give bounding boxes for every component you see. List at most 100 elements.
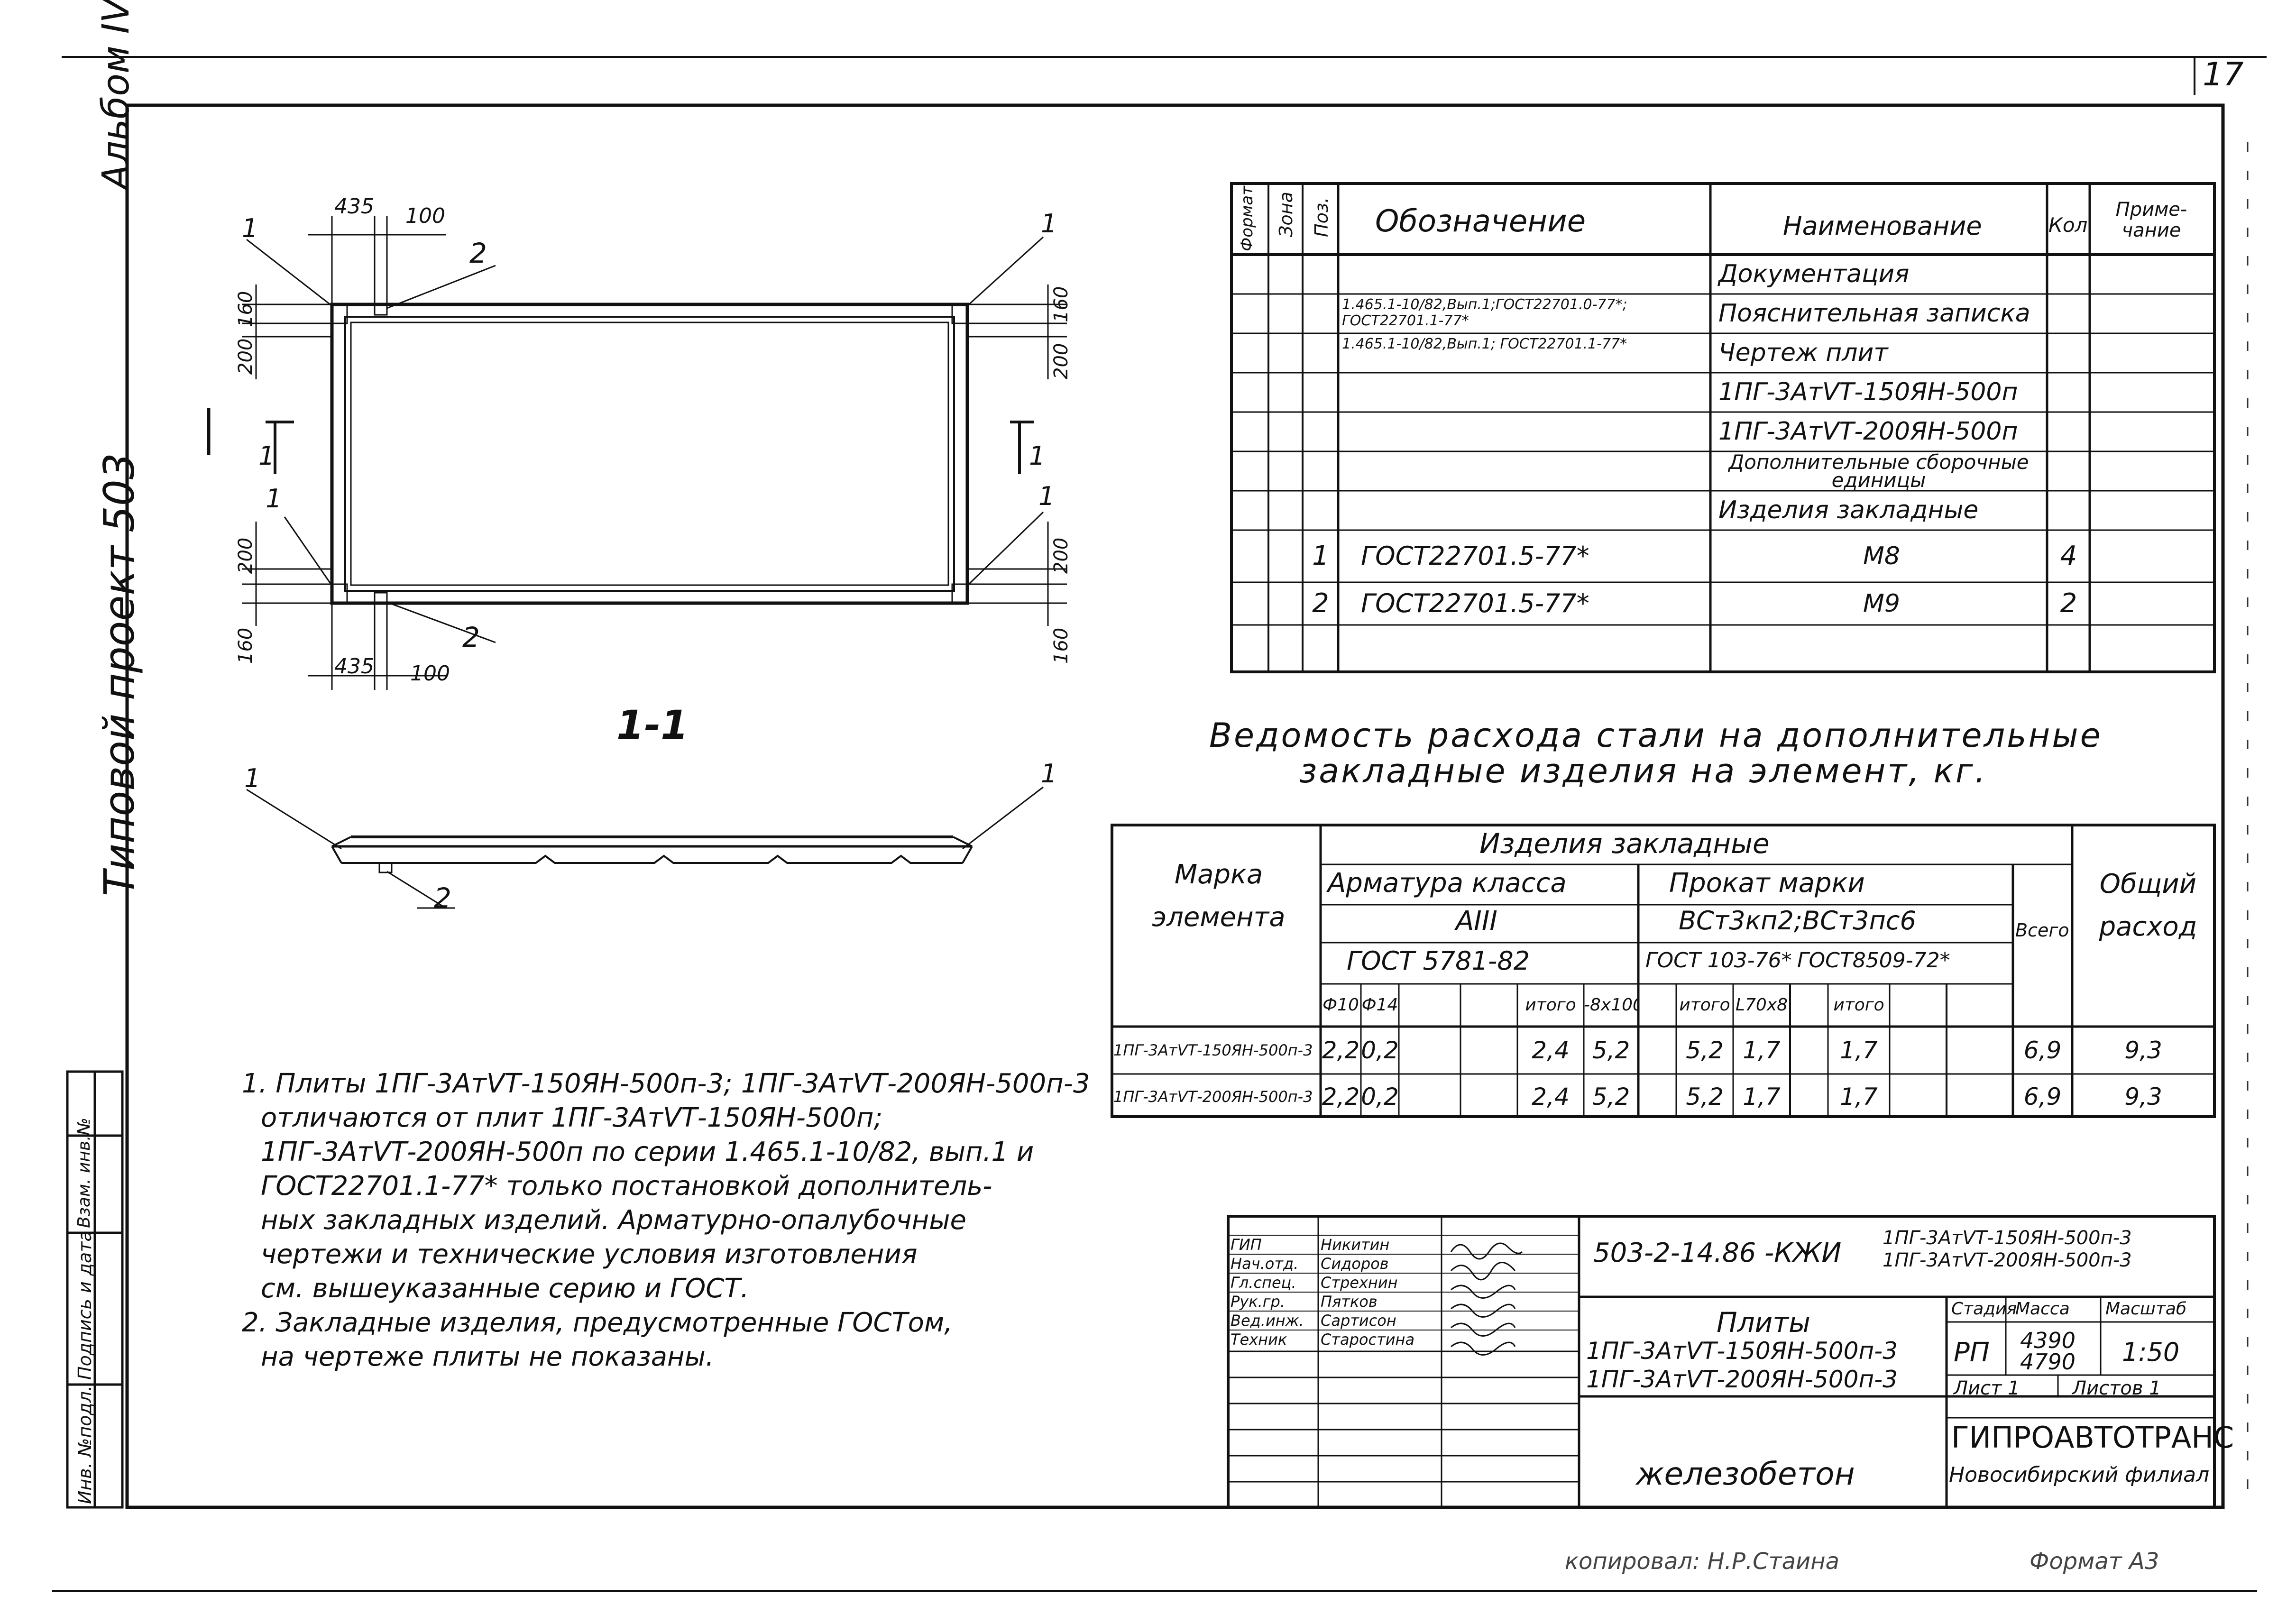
spec-designation: [1342, 451, 1707, 491]
steel-row-value: 5,2: [1592, 1037, 1630, 1064]
tb-scale: 1:50: [2122, 1337, 2180, 1367]
steel-h-mark: Марка элемента: [1152, 859, 1286, 933]
steel-row-mark: 1ПГ-3АтVТ-150ЯН-500п-3: [1113, 1041, 1313, 1059]
spec-name: Изделия закладные: [1718, 496, 1979, 524]
tb-code: 503-2-14.86 -КЖИ: [1593, 1238, 1842, 1268]
spec-designation: 1.465.1-10/82,Вып.1;ГОСТ22701.0-77*; ГОС…: [1342, 296, 1627, 329]
spec-h-name: Наименование: [1783, 211, 1982, 241]
callout-1-sec-right: 1: [1041, 759, 1057, 789]
spec-designation: 1.465.1-10/82,Вып.1; ГОСТ22701.1-77*: [1342, 336, 1627, 352]
spec-pos: [1304, 294, 1337, 333]
tb-person-name: Сартисон: [1321, 1312, 1396, 1330]
tb-person-name: Никитин: [1321, 1236, 1390, 1254]
spec-qty: 2: [2060, 588, 2077, 619]
steel-subheader: итого: [1833, 995, 1884, 1015]
spec-qty: [2048, 412, 2089, 451]
steel-h-rolled-gost2: ГОСТ8509-72*: [1797, 948, 1950, 973]
dim-top-435: 435: [334, 194, 374, 219]
sheet-number: 17: [2203, 56, 2244, 93]
steel-row-value: 2,4: [1532, 1037, 1570, 1064]
steel-row-value: 5,2: [1686, 1037, 1724, 1064]
steel-row-value: 5,2: [1686, 1083, 1724, 1110]
note-line: 1. Плиты 1ПГ-3АтVТ-150ЯН-500п-3; 1ПГ-3Ат…: [242, 1068, 1090, 1099]
steel-h-rebar-gost: ГОСТ 5781-82: [1347, 946, 1530, 976]
note-line: ных закладных изделий. Арматурно-опалубо…: [261, 1205, 966, 1236]
signatures: [1450, 1242, 1523, 1356]
steel-row-value: 2,2: [1322, 1083, 1360, 1110]
spec-h-format: Формат: [1238, 186, 1257, 251]
spec-name: М9: [1863, 589, 1900, 618]
tb-h-scale: Масштаб: [2105, 1299, 2187, 1319]
note-line: на чертеже плиты не показаны.: [261, 1341, 714, 1372]
steel-row-value: [1460, 1029, 1517, 1072]
spec-name: Дополнительные сборочные единицы: [1728, 451, 2029, 491]
album-label: Альбом IV: [95, 0, 138, 190]
spec-h-pos: Поз.: [1311, 197, 1332, 237]
spec-pos: [1304, 491, 1337, 530]
dim-left-200-bottom: 200: [235, 537, 257, 574]
steel-row-total: 6,9: [2023, 1083, 2062, 1110]
dim-left-160-bottom: 160: [235, 627, 257, 664]
tb-sheets: Листов 1: [2072, 1377, 2161, 1399]
dim-bottom-435: 435: [334, 654, 374, 679]
tb-role: Рук.гр.: [1231, 1293, 1286, 1311]
spec-qty: [2048, 451, 2089, 491]
tb-code-item-1: 1ПГ-3АтVТ-150ЯН-500п-3: [1883, 1227, 2132, 1249]
stamp-sign-date: Подпись и дата: [74, 1230, 95, 1380]
spec-pos: 1: [1312, 541, 1329, 571]
tb-role: Гл.спец.: [1231, 1274, 1296, 1292]
spec-qty: [2048, 333, 2089, 373]
callout-1-mr: 1: [1038, 481, 1055, 511]
spec-qty: [2048, 625, 2089, 672]
spec-name: 1ПГ-3АтVТ-200ЯН-500п: [1718, 417, 2018, 446]
steel-row-value: 1,7: [1743, 1037, 1781, 1064]
spec-pos: 2: [1312, 588, 1329, 619]
spec-designation: ГОСТ22701.5-77*: [1361, 541, 1589, 571]
steel-row-value: 2,2: [1322, 1037, 1360, 1064]
dim-left-160-top: 160: [235, 291, 257, 327]
steel-subheader: Ф10: [1322, 995, 1359, 1015]
spec-pos: [1304, 412, 1337, 451]
spec-name: Пояснительная записка: [1718, 299, 2030, 328]
section-label: 1-1: [616, 702, 689, 748]
section-mark-left: 1: [258, 441, 275, 471]
spec-pos: [1304, 255, 1337, 294]
spec-designation: ГОСТ22701.5-77*: [1361, 588, 1589, 618]
spec-qty: [2048, 491, 2089, 530]
tb-sheet: Лист 1: [1954, 1377, 2020, 1399]
spec-pos: [1304, 333, 1337, 373]
steel-row-value: 0,2: [1361, 1083, 1399, 1110]
steel-title-line2: закладные изделия на элемент, кг.: [1299, 752, 1987, 790]
steel-subheader: итого: [1525, 995, 1576, 1015]
tb-role: Вед.инж.: [1231, 1312, 1304, 1330]
steel-row-value: [1399, 1075, 1460, 1118]
dim-right-200-top: 200: [1050, 343, 1072, 379]
steel-h-rolled-gost1: ГОСТ 103-76*: [1645, 948, 1792, 973]
spec-designation: [1342, 373, 1707, 412]
tb-person-name: Стрехнин: [1321, 1274, 1398, 1292]
spec-qty: [2048, 255, 2089, 294]
steel-row-general: 9,3: [2124, 1083, 2162, 1110]
spec-pos: [1304, 451, 1337, 491]
spec-name: М8: [1863, 542, 1900, 570]
note-line: чертежи и технические условия изготовлен…: [261, 1239, 918, 1270]
tb-role: ГИП: [1231, 1236, 1262, 1254]
steel-row-value: 0,2: [1361, 1037, 1399, 1064]
steel-subheader: [1399, 986, 1460, 1024]
spec-qty: [2048, 294, 2089, 333]
steel-row-value: [1399, 1029, 1460, 1072]
steel-subheader: Ф14: [1361, 995, 1398, 1015]
spec-designation: [1342, 491, 1707, 530]
tb-person-name: Сидоров: [1321, 1255, 1389, 1273]
tb-role: Нач.отд.: [1231, 1255, 1299, 1273]
steel-row-value: [1790, 1075, 1828, 1118]
tb-person-name: Старостина: [1321, 1330, 1415, 1349]
tb-h-stage: Стадия: [1951, 1299, 2017, 1319]
steel-subheader: [1460, 986, 1517, 1024]
steel-h-rolled-grade: ВСт3кп2;ВСт3пс6: [1679, 906, 1916, 936]
spec-designation: [1342, 412, 1707, 451]
tb-code-item-2: 1ПГ-3АтVТ-200ЯН-500п-3: [1883, 1249, 2132, 1271]
spec-designation: [1342, 255, 1707, 294]
steel-h-general: Общий расход: [2099, 869, 2197, 942]
steel-row-general: 9,3: [2124, 1037, 2162, 1064]
